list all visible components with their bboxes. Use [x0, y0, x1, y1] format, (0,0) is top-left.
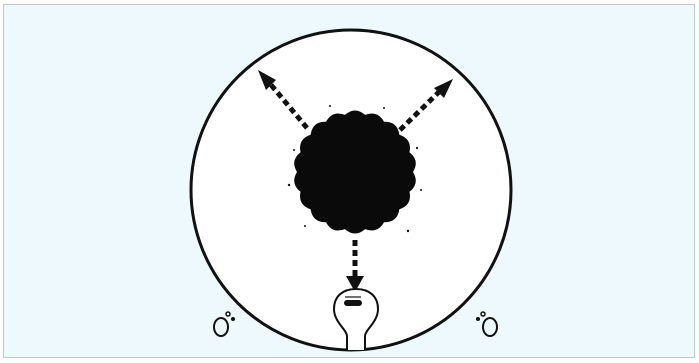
eye-symbol-icon-left [214, 312, 235, 336]
scalloped-particle [294, 110, 416, 233]
eye-symbol-icon-right [476, 312, 497, 336]
